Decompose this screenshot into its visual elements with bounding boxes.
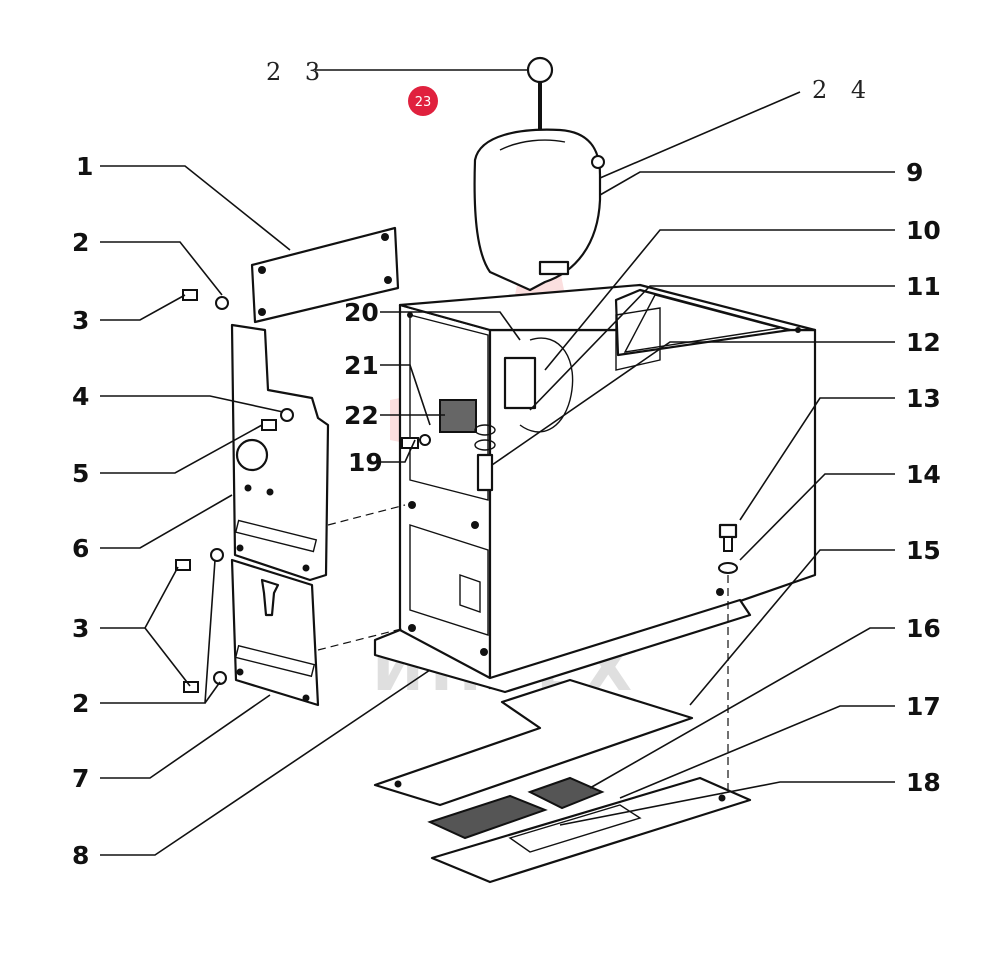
- callout-21: 21: [344, 351, 379, 380]
- main-cabinet: [373, 283, 817, 694]
- side-panel: [230, 323, 330, 582]
- callout-3-lower: 3: [72, 614, 89, 643]
- callouts-top: 2 3 2 4: [266, 58, 876, 104]
- callout-15: 15: [906, 536, 941, 565]
- top-cover-plate: [250, 226, 400, 324]
- callout-6: 6: [72, 534, 89, 563]
- lower-door-panel: [230, 558, 320, 707]
- callout-14: 14: [906, 460, 941, 489]
- callout-24: 2 4: [812, 76, 876, 104]
- callout-23: 2 3: [266, 58, 330, 86]
- callout-12: 12: [906, 328, 941, 357]
- highlight-badge-label: 23: [415, 95, 432, 110]
- fasteners: [175, 289, 738, 790]
- highlight-badge-circle[interactable]: [408, 86, 438, 116]
- callout-18: 18: [906, 768, 941, 797]
- leader-lines: [100, 69, 895, 856]
- callout-17: 17: [906, 692, 941, 721]
- callout-9: 9: [906, 158, 923, 187]
- callouts-center: 20 21 22 19: [344, 298, 383, 477]
- callout-2-upper: 2: [72, 228, 89, 257]
- highlight-badge[interactable]: 23: [408, 86, 438, 116]
- callout-10: 10: [906, 216, 941, 245]
- callout-3-upper: 3: [72, 306, 89, 335]
- lever-housing: [473, 128, 605, 292]
- callout-22: 22: [344, 401, 379, 430]
- control-lever: [526, 56, 554, 140]
- callout-5: 5: [72, 459, 89, 488]
- callout-19: 19: [348, 448, 383, 477]
- callout-2-lower: 2: [72, 689, 89, 718]
- callout-11: 11: [906, 272, 941, 301]
- callout-1: 1: [76, 152, 93, 181]
- callout-20: 20: [344, 298, 379, 327]
- callout-8: 8: [72, 841, 89, 870]
- rubber-pads-16: [427, 776, 605, 840]
- callouts-right: 9 10 11 12 13 14 15 16 17 18: [906, 158, 941, 797]
- floor-plate-15: [373, 678, 694, 807]
- callout-13: 13: [906, 384, 941, 413]
- callout-4: 4: [72, 382, 89, 411]
- callouts-left: 1 2 3 4 5 6 3 2 7 8: [72, 152, 93, 870]
- callout-7: 7: [72, 764, 89, 793]
- callout-16: 16: [906, 614, 941, 643]
